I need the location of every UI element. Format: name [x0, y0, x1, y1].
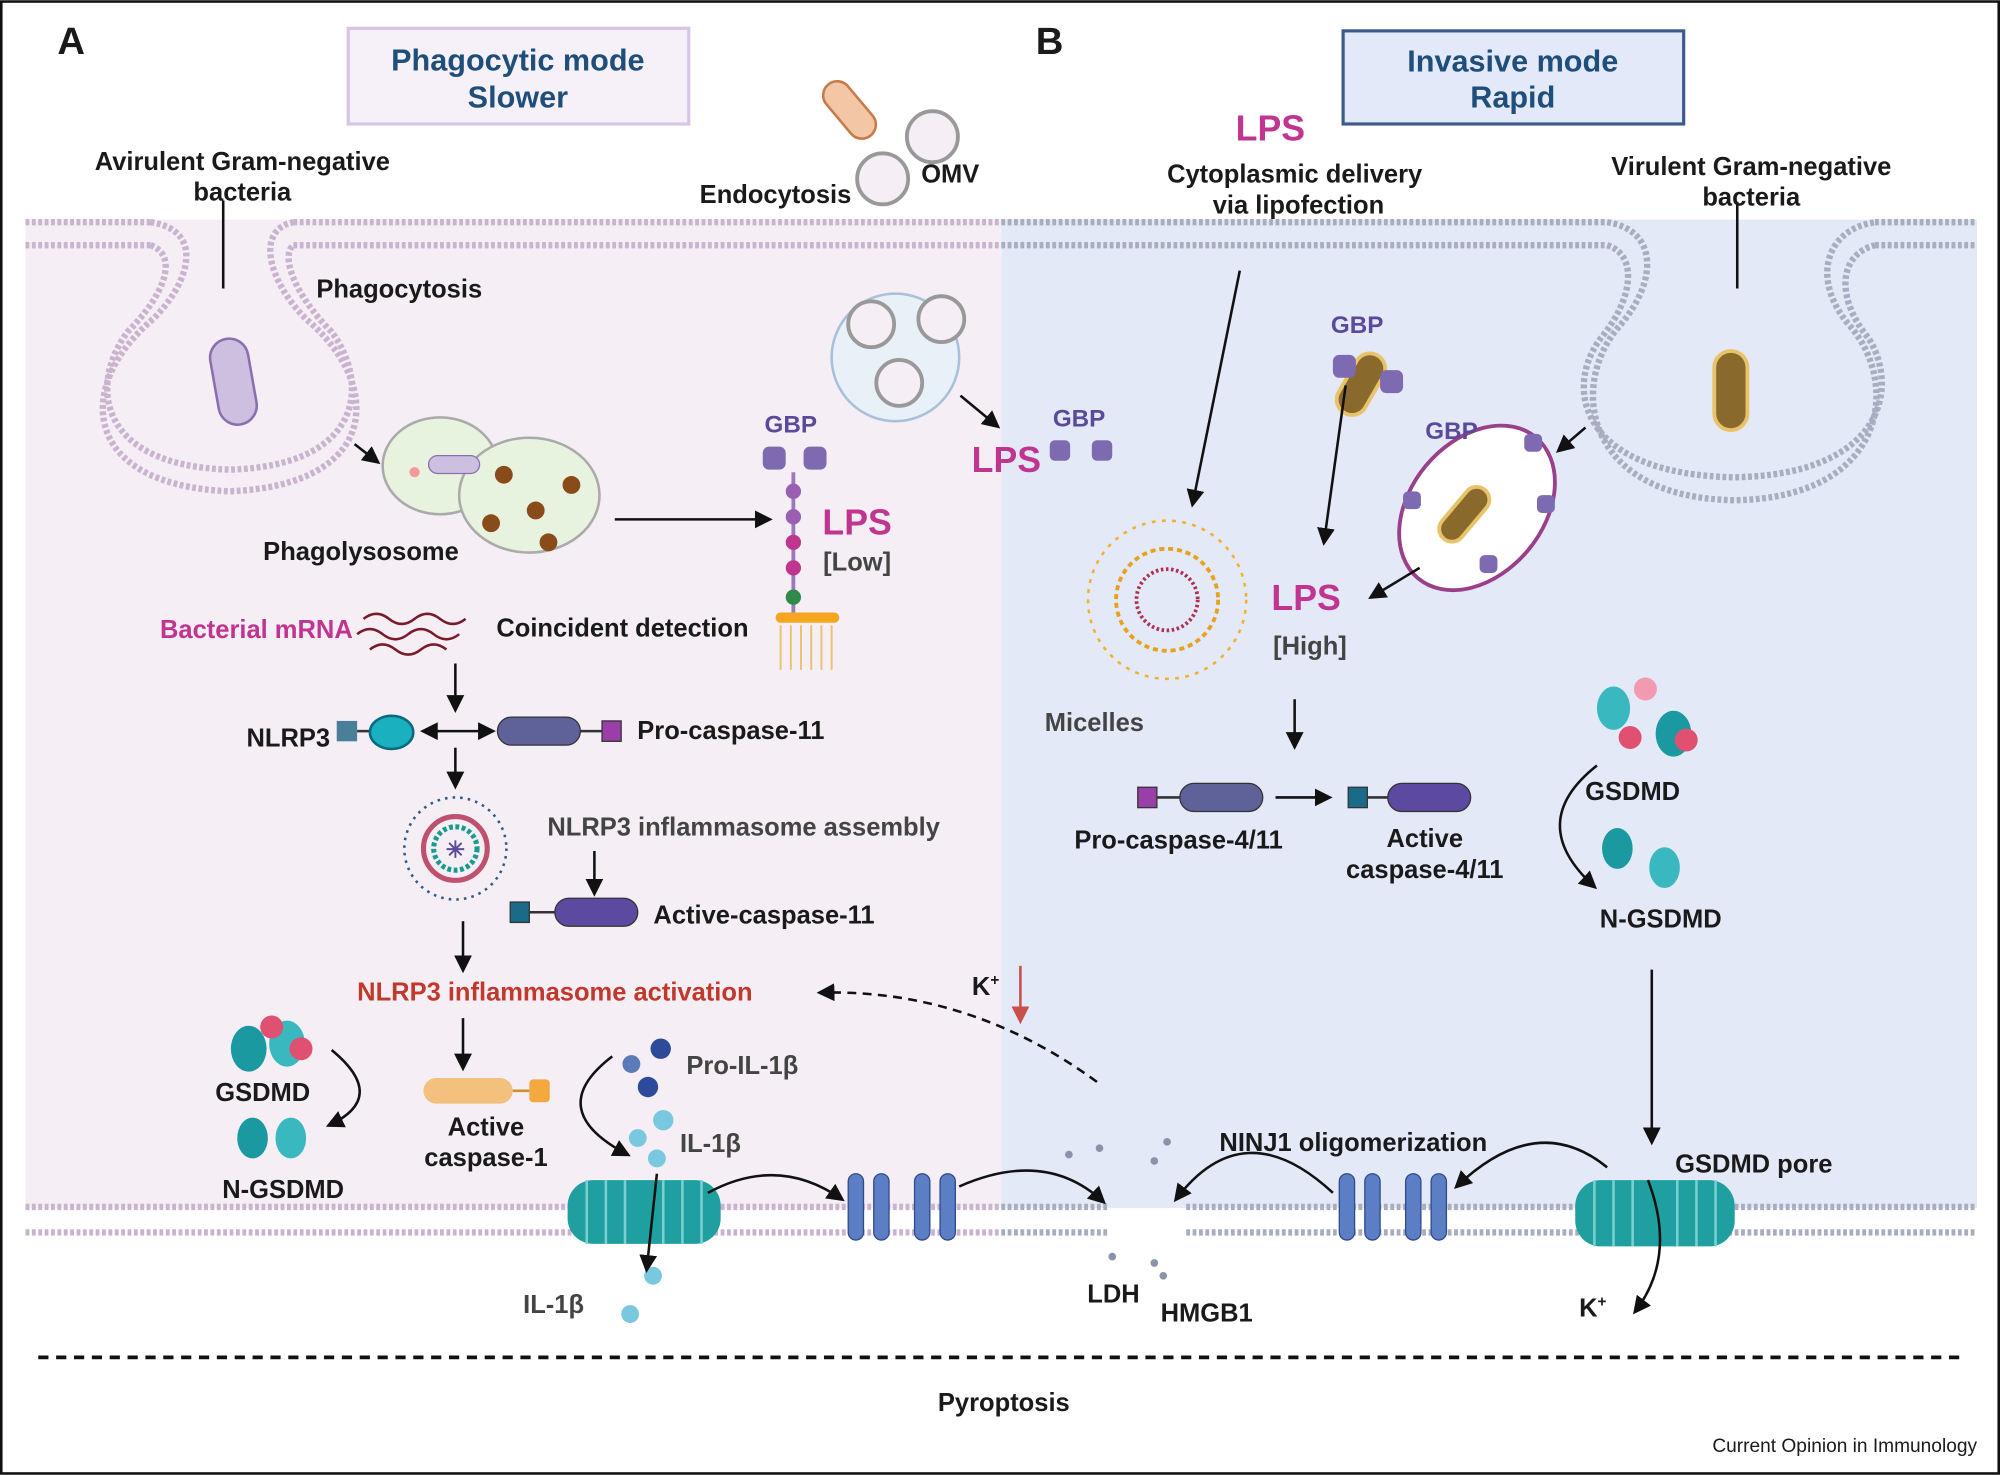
bacterial-mrna-label: Bacterial mRNA: [160, 616, 353, 644]
plasma-membrane-top: [25, 219, 1978, 249]
membrane-rupture-icon: [1065, 1138, 1171, 1280]
phagocytic-mode-box: [346, 26, 691, 126]
pro-il1b-label: Pro-IL-1β: [686, 1052, 798, 1080]
il1b-icons: [621, 1038, 674, 1323]
ninj1-oligomerization-label: NINJ1 oligomerization: [1219, 1129, 1487, 1157]
ninj1-b-icon: [1338, 1173, 1448, 1241]
lps-high-label: LPS: [1271, 578, 1340, 618]
lps-mid-label: LPS: [972, 440, 1041, 480]
gbp-label: GBP: [765, 412, 817, 439]
active-caspase-4-11-icon: [1347, 782, 1472, 813]
ldh-label: LDH: [1087, 1281, 1139, 1309]
pyroptosis-label: Pyroptosis: [938, 1389, 1070, 1417]
plasma-membrane-bottom: [25, 1203, 1978, 1236]
virulent-bacterium-icon: [1712, 349, 1750, 433]
n-gsdmd-b-label: N-GSDMD: [1600, 906, 1722, 934]
svg-text:✳: ✳: [446, 836, 465, 862]
lps-low-label: LPS: [822, 503, 891, 543]
lps-low-level: [Low]: [823, 548, 891, 576]
active-caspase-1-label: Active: [448, 1113, 525, 1141]
active-caspase-4-11-label-2: caspase-4/11: [1346, 856, 1503, 884]
phagocytic-cup: [99, 219, 360, 495]
lps-high-level: [High]: [1273, 633, 1347, 661]
lps-gbp-icon: [762, 446, 840, 670]
il1b-released-label: IL-1β: [523, 1291, 584, 1319]
invasive-cup: [1589, 219, 1880, 504]
lps-top-label: LPS: [1236, 109, 1305, 149]
avirulent-label-2: bacteria: [193, 179, 292, 207]
gsdmd-pore-b-icon: [1575, 1180, 1735, 1247]
phagolysosome-icon: [381, 416, 601, 554]
gsdmd-pore-a-icon: [567, 1180, 721, 1244]
endocytosis-label: Endocytosis: [700, 181, 852, 209]
journal-credit: Current Opinion in Immunology: [1712, 1436, 1977, 1457]
n-gsdmd-a-label: N-GSDMD: [222, 1176, 344, 1204]
k-charge: +: [990, 972, 999, 989]
gbp-vacuole-label: GBP: [1425, 418, 1477, 445]
virulent-label-2: bacteria: [1702, 184, 1801, 212]
invasive-mode-box: [1341, 29, 1686, 126]
vacuole-icon: [1397, 423, 1557, 593]
gsdmd-pore-label: GSDMD pore: [1675, 1150, 1832, 1178]
lipofection-label: via lipofection: [1213, 191, 1384, 219]
pro-caspase-4-11-icon: [1137, 782, 1264, 813]
active-caspase-1-icon: [423, 1078, 550, 1104]
inflammasome-icon: ✳: [403, 796, 508, 901]
active-caspase-11-label: Active-caspase-11: [653, 902, 874, 930]
pro-caspase-11-icon: [496, 716, 622, 746]
nlrp3-label: NLRP3: [246, 724, 330, 752]
gsdmd-a-label: GSDMD: [215, 1079, 310, 1107]
mrna-icon: [356, 612, 467, 656]
active-caspase-1-label-2: caspase-1: [424, 1144, 547, 1172]
k-ion-efflux-label: K+: [1579, 1293, 1606, 1322]
assembly-label: NLRP3 inflammasome assembly: [547, 814, 940, 842]
gsdmd-b-icon: [1596, 677, 1698, 889]
coincident-detection-label: Coincident detection: [496, 615, 748, 643]
avirulent-label: Avirulent Gram-negative: [95, 148, 390, 176]
gbp-bacterium-label: GBP: [1331, 312, 1383, 339]
avirulent-bacterium-icon: [208, 337, 259, 426]
gsdmd-b-label: GSDMD: [1585, 778, 1680, 806]
arrows: [325, 270, 1662, 1315]
virulent-label: Virulent Gram-negative: [1611, 153, 1891, 181]
active-caspase-4-11-label: Active: [1386, 825, 1463, 853]
gbp-coated-bacterium-icon: [1332, 351, 1404, 417]
phagocytosis-label: Phagocytosis: [316, 275, 482, 303]
pro-caspase-4-11-label: Pro-caspase-4/11: [1074, 826, 1282, 854]
omv-label: OMV: [921, 161, 979, 189]
micelles-label: Micelles: [1045, 709, 1144, 737]
k-ion-influx-label: K+: [972, 972, 999, 1001]
mode-a-title: Phagocytic mode: [391, 43, 644, 77]
cytoplasmic-delivery-label: Cytoplasmic delivery: [1167, 161, 1423, 189]
nlrp3-icon: [336, 720, 358, 742]
il1b-label: IL-1β: [680, 1130, 741, 1158]
activation-label: NLRP3 inflammasome activation: [357, 978, 752, 1006]
panel-b-cell: [1001, 219, 1978, 1209]
active-caspase-11-icon: [509, 897, 639, 927]
pro-caspase-11-label: Pro-caspase-11: [637, 717, 824, 745]
mode-a-speed: Slower: [468, 80, 568, 114]
panel-label-a: A: [57, 20, 85, 63]
ninj1-a-icon: [847, 1173, 956, 1241]
gbp-icon: [1049, 440, 1113, 461]
mode-b-speed: Rapid: [1470, 80, 1555, 114]
mode-b-title: Invasive mode: [1407, 45, 1618, 79]
gsdmd-icon: [230, 1015, 313, 1159]
omv-icons: [821, 79, 967, 423]
phagolysosome-label: Phagolysosome: [263, 538, 459, 566]
k-charge: +: [1598, 1293, 1607, 1310]
k-symbol: K: [972, 973, 991, 1001]
gbp-mid-label: GBP: [1053, 405, 1105, 432]
hmgb1-label: HMGB1: [1161, 1300, 1253, 1328]
panel-label-b: B: [1036, 20, 1064, 63]
k-symbol: K: [1579, 1295, 1598, 1323]
